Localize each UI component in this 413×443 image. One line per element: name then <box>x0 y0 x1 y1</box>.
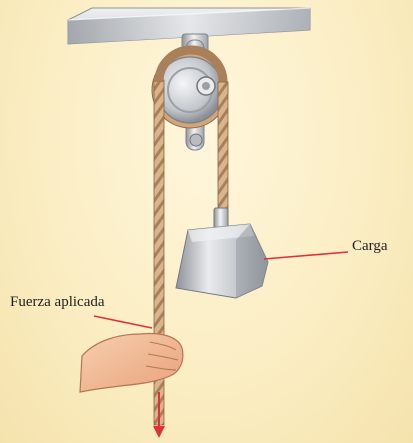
force-pointer-line <box>93 315 153 329</box>
load-pointer-line <box>263 251 349 260</box>
load-weight <box>175 207 269 299</box>
force-arrow <box>153 392 165 438</box>
load-label: Carga <box>352 238 388 254</box>
applied-force-label: Fuerza aplicada <box>10 294 105 310</box>
pulling-hand <box>79 332 184 393</box>
ceiling-support-plate <box>67 7 311 45</box>
pulley-wheel <box>151 51 229 129</box>
